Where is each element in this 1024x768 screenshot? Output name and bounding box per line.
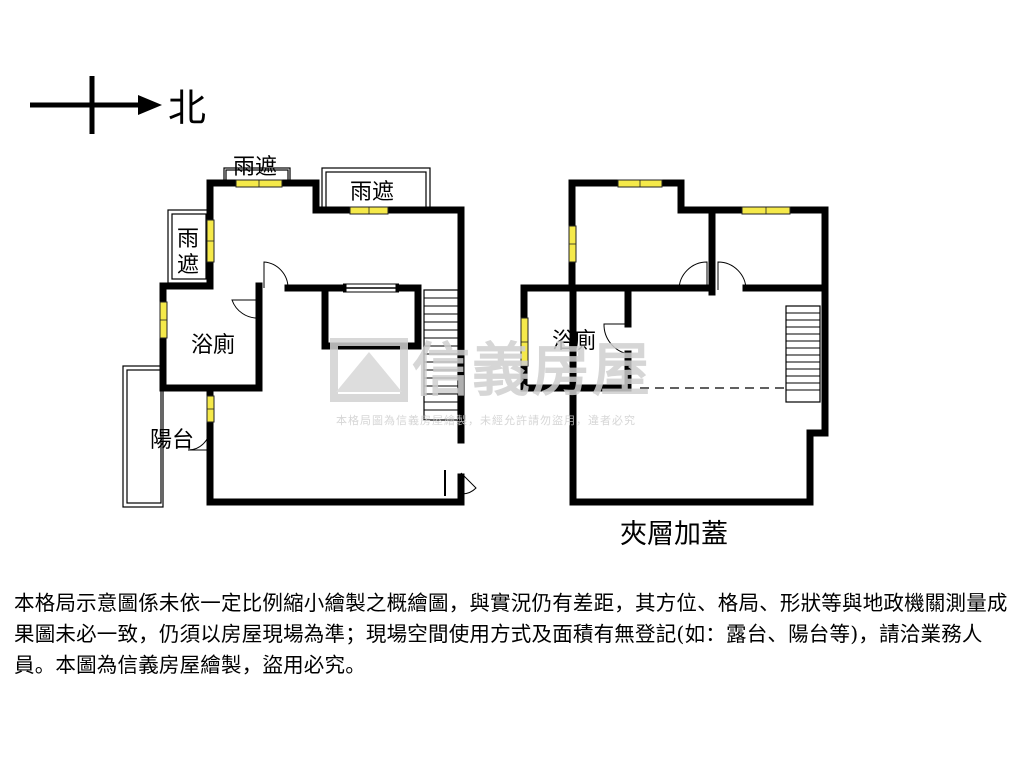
brand-logo-icon bbox=[330, 338, 408, 402]
floor2-bathroom-label: 浴廁 bbox=[552, 329, 596, 354]
canopy-top-label: 雨遮 bbox=[233, 155, 277, 180]
north-label: 北 bbox=[168, 86, 206, 130]
floor1-door-balcony bbox=[187, 427, 211, 451]
floor2-outer-wall bbox=[520, 179, 829, 506]
north-arrow bbox=[30, 76, 162, 134]
watermark-notice: 本格局圖為信義房屋繪製，未經允許請勿盜用，違者必究 bbox=[336, 413, 636, 427]
watermark: 信義房屋 本格局圖為信義房屋繪製，未經允許請勿盜用，違者必究 bbox=[330, 336, 652, 427]
balcony-outline bbox=[122, 365, 164, 508]
floor2-door-bathroom bbox=[603, 323, 629, 355]
floor2-door-left bbox=[678, 261, 708, 291]
balcony-label: 陽台 bbox=[150, 428, 194, 453]
canopy-right-label: 雨遮 bbox=[350, 180, 394, 205]
floor1-closet-wall bbox=[321, 284, 422, 350]
floor2-stairs bbox=[785, 305, 821, 403]
canopy-left-label-2: 遮 bbox=[177, 253, 199, 278]
floor2-windows bbox=[520, 179, 791, 367]
floor1-bathroom-wall bbox=[206, 282, 263, 392]
floor1-door-hall bbox=[263, 261, 289, 289]
floor2-plan: 浴廁 夾層加蓋 bbox=[520, 179, 829, 550]
canopy-left-label-1: 雨 bbox=[177, 227, 199, 252]
disclaimer-text: 本格局示意圖係未依一定比例縮小繪製之概繪圖，與實況仍有差距，其方位、格局、形狀等… bbox=[14, 591, 1008, 677]
floor1-bathroom-label: 浴廁 bbox=[191, 333, 235, 358]
floor1-windows bbox=[159, 179, 389, 423]
floor1-door-bathroom bbox=[231, 299, 260, 319]
floor1-door-entry bbox=[460, 472, 477, 495]
floor1-plan: 雨遮 雨遮 雨 遮 浴廁 陽台 bbox=[122, 155, 477, 508]
floor2-caption: 夾層加蓋 bbox=[620, 519, 728, 550]
floor2-door-right bbox=[717, 261, 747, 291]
floor1-stairs bbox=[423, 289, 459, 421]
floor1-outer-wall-top bbox=[206, 179, 465, 444]
watermark-brand: 信義房屋 bbox=[412, 336, 652, 404]
